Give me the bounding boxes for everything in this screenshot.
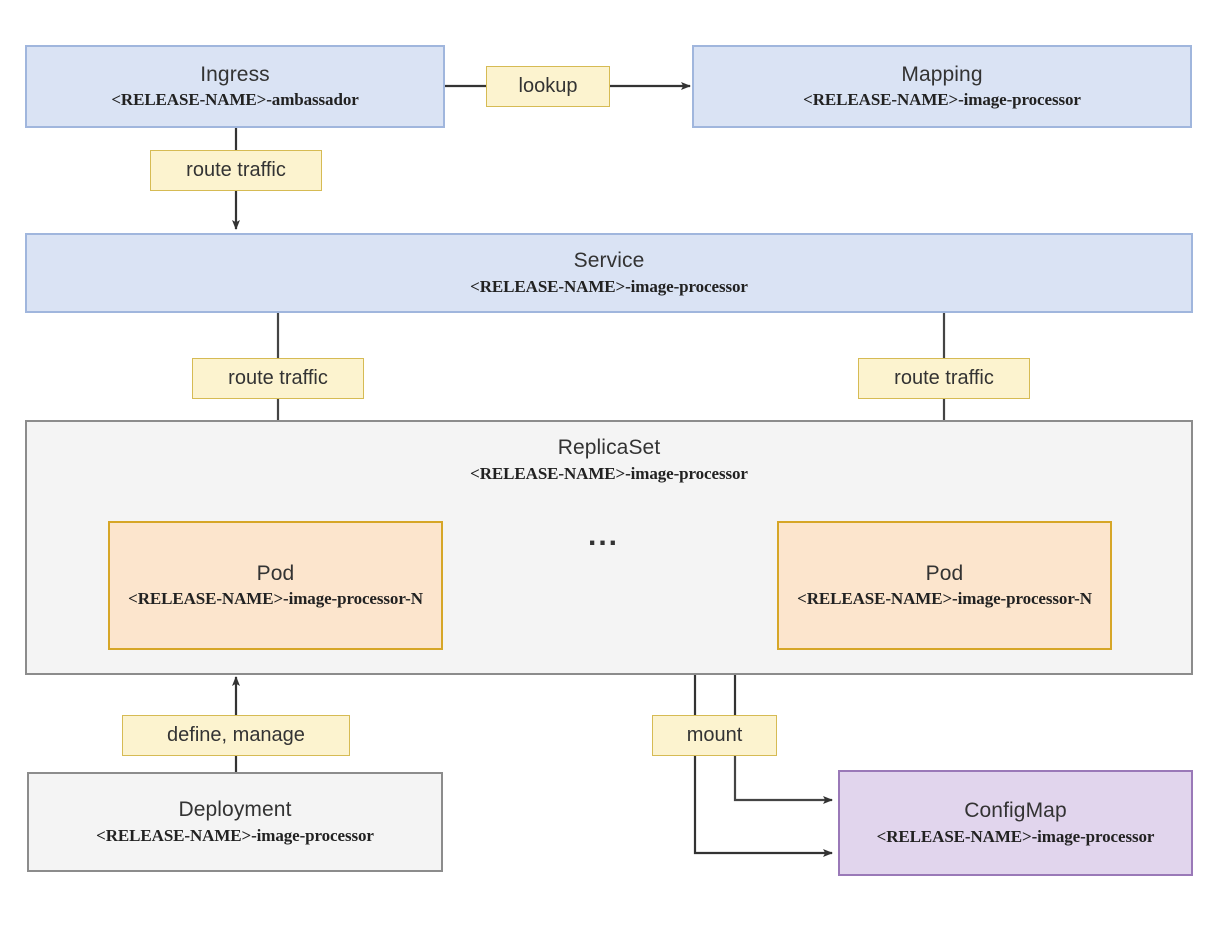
edge-label-route-traffic-left[interactable]: route traffic xyxy=(192,358,364,399)
edge-label-lookup[interactable]: lookup xyxy=(486,66,610,107)
edge-label-mount[interactable]: mount xyxy=(652,715,777,756)
service-title: Service xyxy=(573,249,645,273)
node-configmap[interactable]: ConfigMap <RELEASE-NAME>-image-processor xyxy=(838,770,1193,876)
node-ingress[interactable]: Ingress <RELEASE-NAME>-ambassador xyxy=(25,45,445,128)
ingress-title: Ingress xyxy=(200,62,270,86)
node-deployment[interactable]: Deployment <RELEASE-NAME>-image-processo… xyxy=(27,772,443,872)
node-mapping[interactable]: Mapping <RELEASE-NAME>-image-processor xyxy=(692,45,1192,128)
pod-left-title: Pod xyxy=(256,561,295,585)
node-service[interactable]: Service <RELEASE-NAME>-image-processor xyxy=(25,233,1193,313)
edge-label-define-manage[interactable]: define, manage xyxy=(122,715,350,756)
configmap-subtitle: <RELEASE-NAME>-image-processor xyxy=(876,826,1155,846)
mapping-subtitle: <RELEASE-NAME>-image-processor xyxy=(803,90,1081,110)
ingress-subtitle: <RELEASE-NAME>-ambassador xyxy=(111,90,359,110)
service-subtitle: <RELEASE-NAME>-image-processor xyxy=(470,276,748,296)
replicaset-label: ReplicaSet <RELEASE-NAME>-image-processo… xyxy=(27,422,1191,484)
node-pod-left[interactable]: Pod <RELEASE-NAME>-image-processor-N xyxy=(108,521,443,650)
configmap-title: ConfigMap xyxy=(964,799,1067,823)
replicaset-title: ReplicaSet xyxy=(557,436,661,459)
edge-label-route-traffic-right[interactable]: route traffic xyxy=(858,358,1030,399)
pods-ellipsis: ... xyxy=(588,519,620,552)
edge-label-route-traffic-ingress[interactable]: route traffic xyxy=(150,150,322,191)
edge-mount-to-configmap-lower xyxy=(693,755,833,857)
pod-left-subtitle: <RELEASE-NAME>-image-processor-N xyxy=(128,589,423,609)
pod-right-subtitle: <RELEASE-NAME>-image-processor-N xyxy=(797,589,1092,609)
mapping-title: Mapping xyxy=(901,62,983,86)
pod-right-title: Pod xyxy=(925,561,964,585)
deployment-title: Deployment xyxy=(178,798,292,822)
node-pod-right[interactable]: Pod <RELEASE-NAME>-image-processor-N xyxy=(777,521,1112,650)
replicaset-subtitle: <RELEASE-NAME>-image-processor xyxy=(470,463,748,483)
deployment-subtitle: <RELEASE-NAME>-image-processor xyxy=(96,825,374,845)
edge-mount-to-configmap-upper xyxy=(733,755,833,804)
